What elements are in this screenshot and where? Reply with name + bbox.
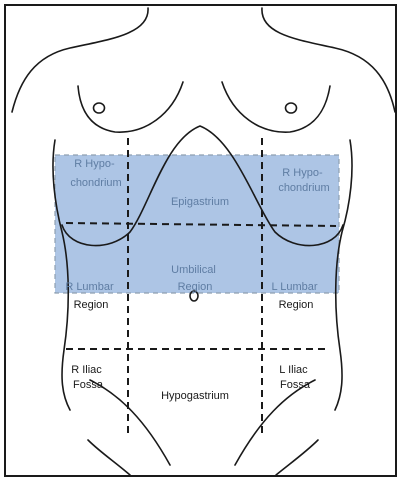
r-iliac-label: R Iliac Fossa xyxy=(71,364,105,391)
groin-right-lower xyxy=(276,440,318,475)
l-lumbar-label: L Lumbar Region xyxy=(271,281,320,311)
chest-right-outline xyxy=(222,82,330,132)
l-iliac-label: L Iliac Fossa xyxy=(279,364,311,391)
r-lumbar-label: R Lumbar Region xyxy=(65,281,116,311)
hypogastrium-label: Hypogastrium xyxy=(161,390,229,402)
nipple-right xyxy=(286,103,297,113)
groin-left-lower xyxy=(88,440,130,475)
epigastrium-label: Epigastrium xyxy=(171,196,229,208)
nipple-left xyxy=(94,103,105,113)
groin-right-line xyxy=(235,380,315,465)
